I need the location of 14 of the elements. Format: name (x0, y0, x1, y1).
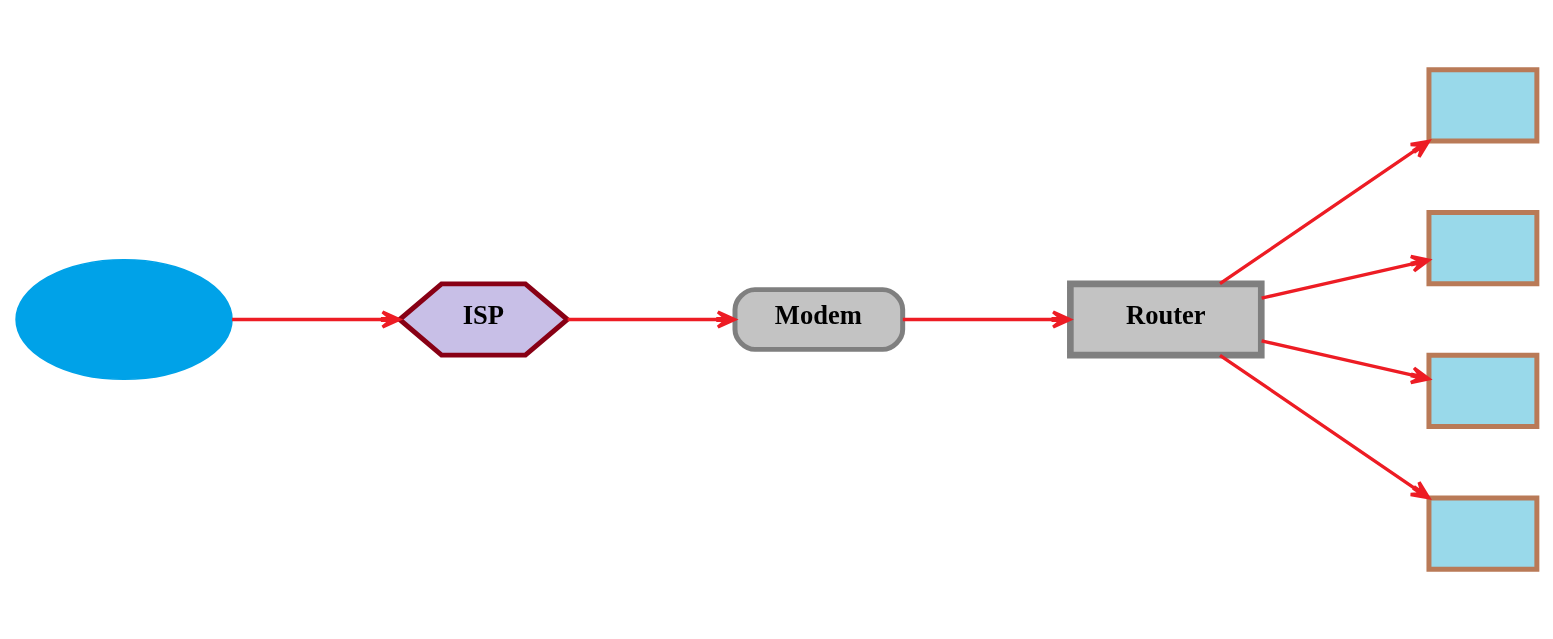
arrow (902, 310, 1072, 329)
node-box: Router (1067, 280, 1265, 359)
arrow (232, 310, 401, 329)
node-box: Modem (732, 287, 906, 352)
node-computer (1426, 209, 1540, 287)
arrow (1261, 254, 1431, 300)
arrow (1219, 139, 1431, 286)
arrow (1261, 339, 1431, 385)
arrow (1219, 353, 1431, 500)
node-computer (1426, 352, 1540, 430)
node-computer (1426, 495, 1540, 572)
node-cloud (15, 258, 233, 381)
arrow (567, 310, 737, 329)
node-computer (1426, 67, 1540, 144)
